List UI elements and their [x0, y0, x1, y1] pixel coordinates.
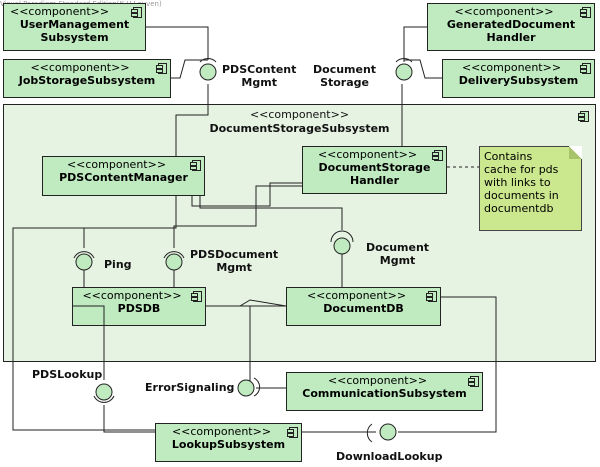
download-lookup-label: DownloadLookup	[336, 450, 443, 463]
connector-line	[403, 26, 427, 62]
stereotype: <<component>>	[454, 5, 554, 18]
delivery-subsystem[interactable]: <<component>> DeliverySubsystem	[442, 59, 595, 98]
pds-lookup-label: PDSLookup	[32, 368, 103, 381]
socket	[93, 395, 115, 403]
interface-ball	[237, 379, 255, 397]
component-icon	[190, 160, 201, 171]
documentdb[interactable]: <<component>> DocumentDB	[286, 287, 441, 326]
pds-document-mgmt-label: PDSDocument Mgmt	[190, 248, 279, 274]
interface-ball	[379, 423, 397, 441]
component-name: DeliverySubsystem	[458, 74, 579, 87]
stereotype: <<component>>	[171, 425, 272, 438]
document-storage-label: Document Storage	[313, 63, 377, 89]
stereotype: <<component>>	[82, 289, 182, 302]
pds-content-mgmt-label: PDSContent Mgmt	[222, 63, 297, 89]
communication-subsystem[interactable]: <<component>> CommunicationSubsystem	[286, 372, 483, 411]
component-icon	[131, 7, 142, 18]
component-name: DocumentStorage Handler	[318, 161, 431, 187]
container-name: DocumentStorageSubsystem	[209, 122, 390, 135]
component-icon	[191, 291, 202, 302]
job-storage-subsystem[interactable]: <<component>> JobStorageSubsystem	[3, 59, 171, 98]
stereotype: <<component>>	[317, 148, 418, 161]
component-name: LookupSubsystem	[171, 438, 286, 451]
component-name: UserManagement Subsystem	[19, 18, 130, 44]
pds-content-manager[interactable]: <<component>> PDSContentManager	[42, 156, 205, 196]
stereotype: <<component>>	[30, 61, 130, 74]
cache-note: Contains cache for pds with links to doc…	[479, 146, 582, 231]
component-icon	[578, 111, 589, 122]
component-icon	[287, 427, 298, 438]
component-icon	[156, 63, 167, 74]
error-signaling-label: ErrorSignaling	[145, 381, 235, 394]
component-icon	[426, 291, 437, 302]
connector-line	[146, 26, 209, 60]
socket	[199, 58, 217, 63]
component-name: PDSDB	[117, 302, 161, 315]
component-icon	[432, 150, 443, 161]
stereotype: <<component>>	[327, 374, 428, 387]
stereotype: <<component>>	[10, 5, 110, 18]
socket	[366, 423, 373, 443]
stereotype: <<component>>	[66, 158, 167, 171]
component-icon	[580, 63, 591, 74]
connector-line	[404, 59, 442, 79]
stereotype: <<component>>	[306, 289, 407, 302]
interface-ball	[95, 383, 113, 401]
user-management-subsystem[interactable]: <<component>> UserManagement Subsystem	[3, 3, 146, 51]
ping-label: Ping	[104, 258, 132, 271]
interface-ball	[395, 63, 413, 81]
component-icon	[580, 7, 591, 18]
component-name: JobStorageSubsystem	[18, 74, 156, 87]
component-icon	[468, 376, 479, 387]
document-mgmt-label: Document Mgmt	[366, 241, 430, 267]
connector-line	[171, 59, 208, 79]
interface-ball	[199, 63, 217, 81]
container-stereotype: <<component>>	[249, 108, 350, 121]
component-name: GeneratedDocument Handler	[446, 18, 576, 44]
component-name: PDSContentManager	[59, 171, 188, 184]
component-name: DocumentDB	[323, 302, 404, 315]
generated-document-handler[interactable]: <<component>> GeneratedDocument Handler	[427, 3, 595, 51]
document-storage-handler[interactable]: <<component>> DocumentStorage Handler	[302, 146, 447, 194]
component-name: CommunicationSubsystem	[302, 387, 467, 400]
lookup-subsystem[interactable]: <<component>> LookupSubsystem	[155, 423, 302, 462]
stereotype: <<component>>	[461, 61, 562, 74]
note-text: Contains cache for pds with links to doc…	[484, 150, 559, 215]
connector-line	[103, 405, 155, 433]
socket	[395, 58, 413, 63]
socket	[253, 377, 261, 397]
pdsdb[interactable]: <<component>> PDSDB	[72, 287, 206, 326]
